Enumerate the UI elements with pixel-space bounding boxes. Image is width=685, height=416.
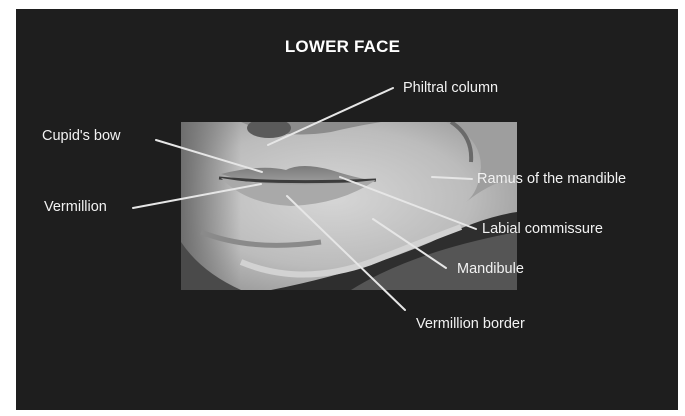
label-cupids-bow: Cupid's bow	[42, 128, 121, 144]
label-philtral-column: Philtral column	[403, 80, 498, 96]
label-mandibule: Mandibule	[457, 261, 524, 277]
diagram-title: LOWER FACE	[0, 37, 685, 57]
label-labial-commissure: Labial commissure	[482, 221, 603, 237]
label-vermillion-border: Vermillion border	[416, 316, 525, 332]
label-vermillion: Vermillion	[44, 199, 107, 215]
label-ramus-of-mandible: Ramus of the mandible	[477, 171, 626, 187]
